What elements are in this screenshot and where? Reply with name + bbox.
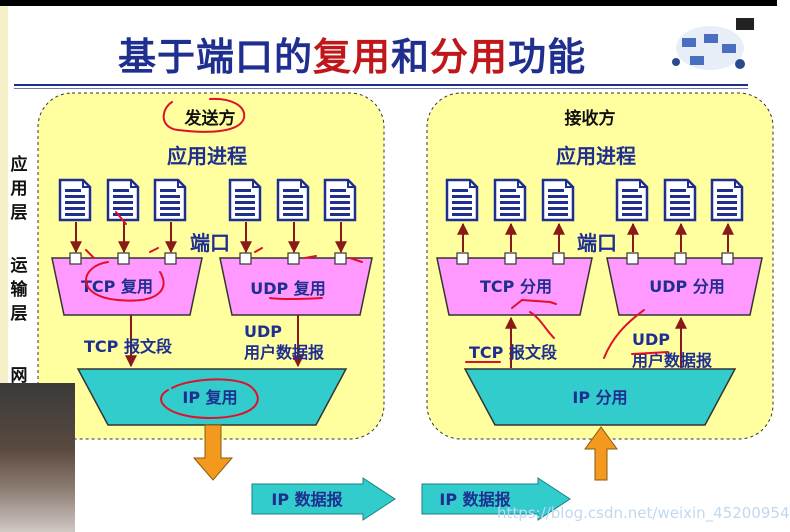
sender-udp-label: UDP 复用: [250, 279, 326, 298]
sender-udp-box: [219, 257, 373, 316]
sender-tcp-segment: TCP 报文段: [84, 337, 173, 356]
sender-ip-box: [76, 368, 348, 426]
receiver-udp-label: UDP 分用: [649, 277, 725, 296]
document-icon: [153, 178, 187, 222]
document-icon: [493, 178, 527, 222]
datagram-arrow-icon: [251, 477, 396, 521]
network-logo-icon: [672, 18, 754, 70]
receiver-port-label: 端口: [577, 231, 617, 255]
receiver-udp-line1: UDP: [632, 330, 670, 349]
receiver-udp-box: [606, 257, 763, 316]
datagram-label-2: IP 数据报: [439, 490, 510, 509]
document-icon: [615, 178, 649, 222]
document-icon: [228, 178, 262, 222]
document-icon: [445, 178, 479, 222]
document-icon: [663, 178, 697, 222]
side-label-transport-layer: 运输层: [10, 256, 28, 324]
sender-udp-line1: UDP: [244, 322, 282, 341]
sender-ip-label: IP 复用: [182, 388, 237, 407]
left-strip: [0, 6, 8, 532]
title-rule: [14, 84, 748, 86]
document-icon: [710, 178, 744, 222]
document-icon: [323, 178, 357, 222]
up-arrow-icon: [584, 426, 618, 481]
receiver-ip-box: [463, 368, 737, 426]
sender-title: 发送方: [184, 108, 236, 129]
handwritten-annotations: [85, 97, 669, 420]
webcam-overlay: [0, 383, 75, 532]
document-icon: [58, 178, 92, 222]
sender-tcp-label: TCP 复用: [81, 277, 153, 296]
side-label-app-layer: 应用层: [10, 155, 28, 223]
top-bar: [0, 0, 777, 6]
sender-app-process: 应用进程: [167, 144, 247, 168]
sender-udp-line2: 用户数据报: [244, 343, 324, 362]
down-arrow-icon: [192, 424, 234, 481]
document-icon: [276, 178, 310, 222]
receiver-tcp-box: [436, 257, 593, 316]
document-icon: [106, 178, 140, 222]
document-icon: [541, 178, 575, 222]
title-rule-thin: [14, 88, 748, 89]
receiver-ip-label: IP 分用: [572, 388, 627, 407]
datagram-label-1: IP 数据报: [271, 490, 342, 509]
receiver-tcp-label: TCP 分用: [480, 277, 552, 296]
sender-port-label: 端口: [190, 231, 230, 255]
watermark: https://blog.csdn.net/weixin_45200954: [497, 504, 790, 522]
receiver-app-process: 应用进程: [556, 144, 636, 168]
datagram-arrow-icon: [421, 477, 571, 521]
slide-title: 基于端口的复用和分用功能: [118, 35, 587, 79]
receiver-title: 接收方: [565, 108, 616, 129]
side-label-network-layer: 网: [10, 366, 28, 386]
port-square-icon: [69, 252, 734, 265]
receiver-tcp-segment: TCP 报文段: [469, 343, 558, 362]
receiver-udp-line2: 用户数据报: [632, 351, 712, 370]
